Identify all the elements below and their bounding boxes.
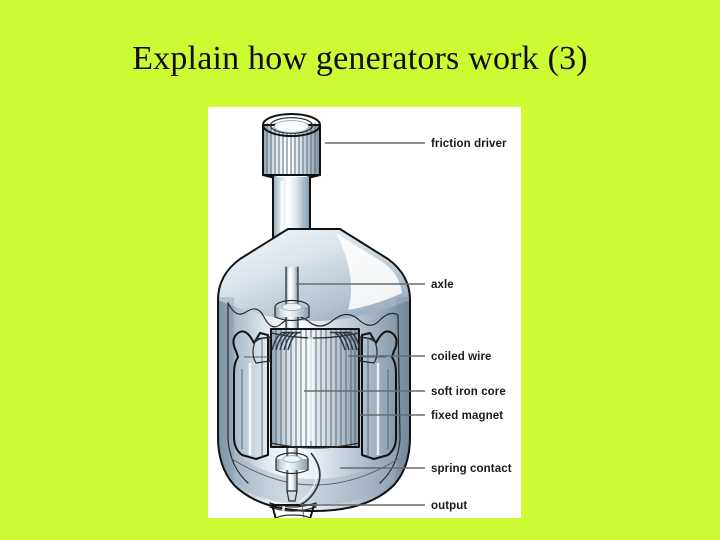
fixed-magnet-right <box>359 330 398 460</box>
leader-lines <box>296 142 425 506</box>
label-spring-contact: spring contact <box>431 463 512 475</box>
page-title: Explain how generators work (3) <box>132 40 588 77</box>
figure-panel: friction driver axle coiled wire soft ir… <box>208 107 521 518</box>
figure-labels: friction driver axle coiled wire soft ir… <box>431 138 512 512</box>
label-friction-driver: friction driver <box>431 138 507 150</box>
generator-cutaway-diagram: friction driver axle coiled wire soft ir… <box>217 113 512 518</box>
spring-contact-part <box>275 452 321 506</box>
label-axle: axle <box>431 279 454 291</box>
fixed-magnet-left <box>232 330 271 460</box>
armature-assembly <box>270 328 360 449</box>
label-fixed-magnet: fixed magnet <box>431 410 503 422</box>
friction-driver-part <box>262 113 321 180</box>
label-coiled-wire: coiled wire <box>431 351 492 363</box>
label-soft-iron-core: soft iron core <box>431 386 506 398</box>
label-output: output <box>431 500 467 512</box>
